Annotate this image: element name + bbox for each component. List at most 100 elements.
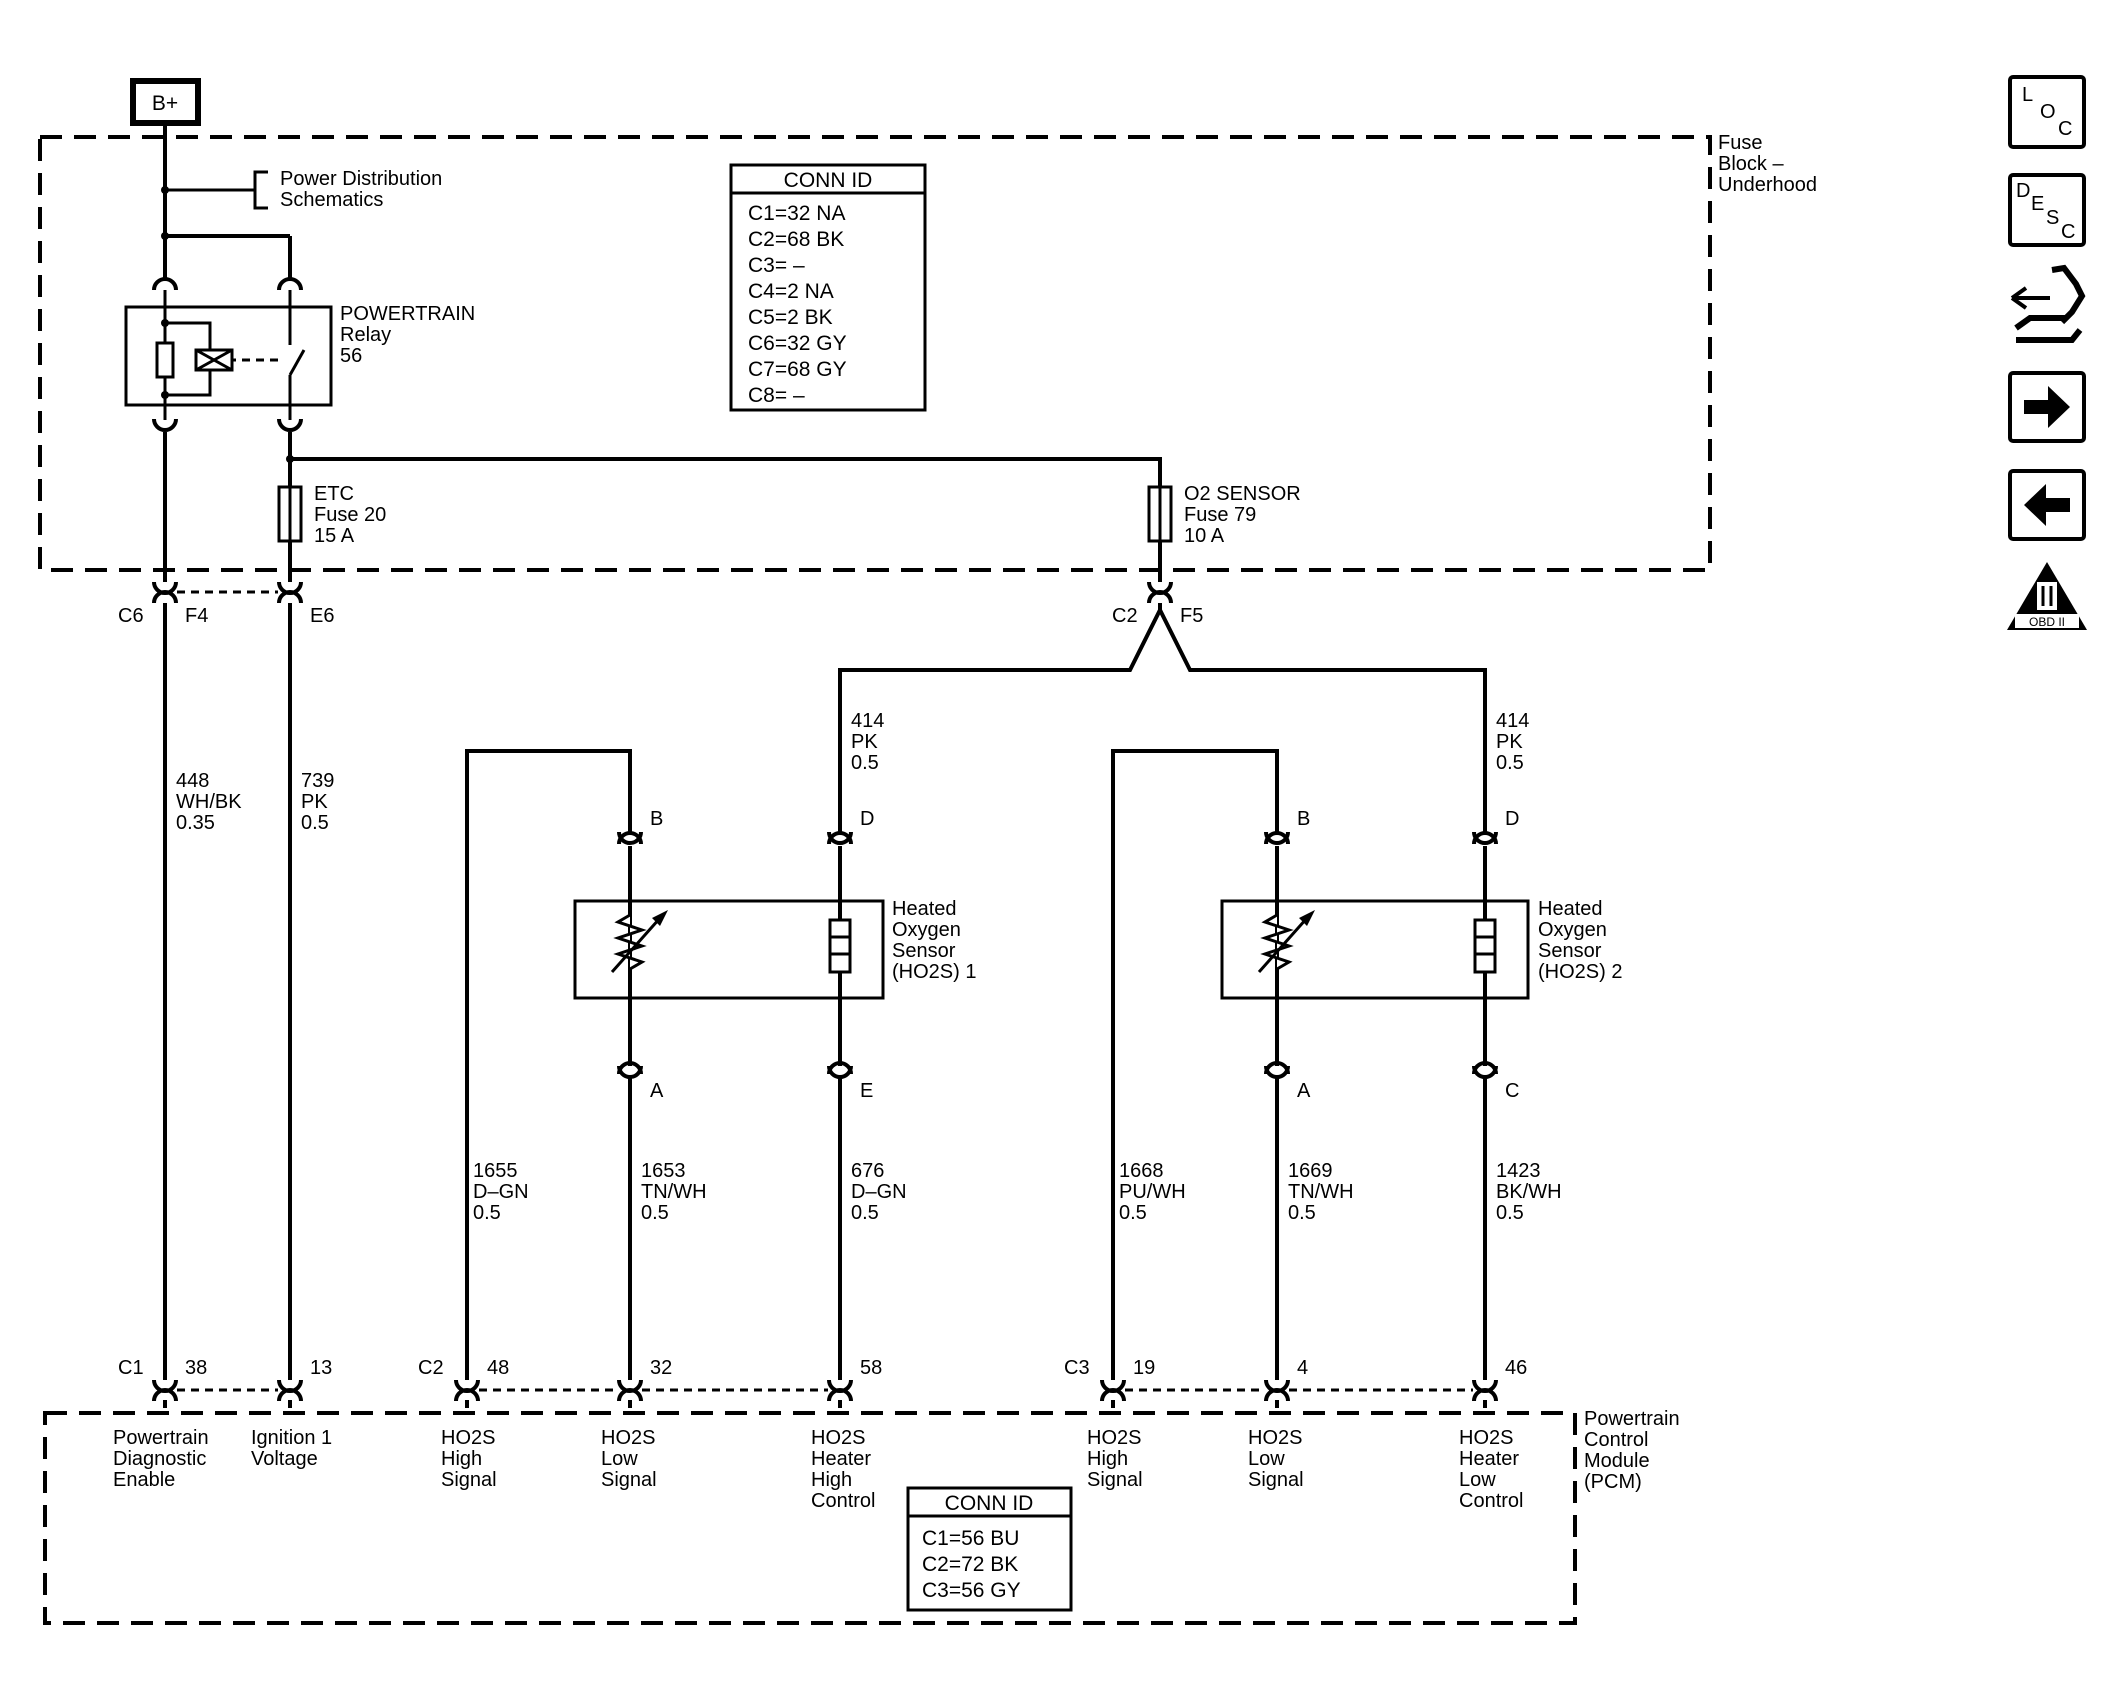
o2-sensor-fuse-79: O2 SENSOR Fuse 79 10 A xyxy=(1147,483,1301,547)
etc-fuse-20: ETC Fuse 20 15 A xyxy=(277,483,386,547)
heated-oxygen-sensor-2: B D A C Heated Oxygen Sensor (HO2S) 2 xyxy=(1220,808,1622,1102)
conn-id-row: C1=56 BU xyxy=(922,1527,1019,1550)
desc-icon-letter: S xyxy=(2046,207,2059,229)
pcm-function: Voltage xyxy=(251,1448,318,1470)
conn-id-row: C8= – xyxy=(748,384,805,407)
obd-ii-nav-button[interactable]: OBD II xyxy=(2007,562,2087,630)
fuse-block-name-line: Underhood xyxy=(1718,174,1817,196)
fuse-block-name-line: Block – xyxy=(1718,153,1784,175)
powertrain-relay: POWERTRAIN Relay 56 xyxy=(124,277,475,432)
conn-id-row: C1=32 NA xyxy=(748,202,845,225)
conn-id-row: C2=68 BK xyxy=(748,228,844,251)
battery-positive: B+ xyxy=(130,78,201,126)
pcm-pin: 19 xyxy=(1133,1357,1155,1379)
fuse-label: 15 A xyxy=(314,525,355,547)
pcm-name: Powertrain xyxy=(1584,1408,1680,1430)
sensor-name: Oxygen xyxy=(892,919,961,941)
sensor-pin: C xyxy=(1505,1080,1519,1102)
loc-icon-letter: O xyxy=(2040,101,2056,123)
connector-pin: F4 xyxy=(185,605,208,627)
sensor-pin: B xyxy=(650,808,663,830)
fuse-block-underhood-boundary xyxy=(38,135,1712,572)
wire-circuit: 414 xyxy=(1496,710,1529,732)
obd-ii-icon: OBD II xyxy=(2007,562,2087,630)
wire-1653-label: 1653 TN/WH 0.5 xyxy=(641,1160,707,1224)
conn-id-title: CONN ID xyxy=(784,169,873,192)
wire-color: PU/WH xyxy=(1119,1181,1186,1203)
conn-id-row: C6=32 GY xyxy=(748,332,847,355)
pcm-name: Control xyxy=(1584,1429,1648,1451)
sensor-pin: D xyxy=(1505,808,1519,830)
pcm-pin: 48 xyxy=(487,1357,509,1379)
wire-color: BK/WH xyxy=(1496,1181,1562,1203)
pcm-function: High xyxy=(811,1469,852,1491)
wire-circuit: 739 xyxy=(301,770,334,792)
heated-oxygen-sensor-1: B D A E Heated Oxygen Sensor (HO2S) 1 xyxy=(573,808,976,1102)
wire-circuit: 676 xyxy=(851,1160,884,1182)
arrow-right-icon xyxy=(2024,386,2070,428)
wire-414-right-label: 414 PK 0.5 xyxy=(1496,710,1529,774)
loc-icon-letter: L xyxy=(2022,84,2033,106)
wire-1655 xyxy=(465,749,632,1380)
conn-id-title: CONN ID xyxy=(945,1492,1034,1515)
pcm-label: Powertrain Control Module (PCM) xyxy=(1584,1408,1680,1493)
wire-739-label: 739 PK 0.5 xyxy=(301,770,334,834)
conn-id-row: C3=56 GY xyxy=(922,1579,1021,1602)
pcm-function: Control xyxy=(1459,1490,1523,1512)
previous-page-nav-button[interactable] xyxy=(2008,469,2086,541)
relay-name: POWERTRAIN xyxy=(340,303,475,325)
relay-name: Relay xyxy=(340,324,391,346)
arrow-left-icon xyxy=(2024,484,2070,526)
description-nav-button[interactable]: D E S C xyxy=(2008,173,2086,247)
pcm-function: HO2S xyxy=(1459,1427,1513,1449)
wire-1668-label: 1668 PU/WH 0.5 xyxy=(1119,1160,1186,1224)
pcm-connectors: C1 C2 C3 38 13 48 32 58 19 4 46 xyxy=(118,1357,1527,1408)
conn-id-row: C2=72 BK xyxy=(922,1553,1018,1576)
desc-icon-letter: C xyxy=(2061,221,2075,243)
pcm-function: Ignition 1 xyxy=(251,1427,332,1449)
connector-end-view-nav-button[interactable] xyxy=(2010,264,2086,343)
fuse-label: 10 A xyxy=(1184,525,1225,547)
connector-id: C1 xyxy=(118,1357,144,1379)
sensor-name: Heated xyxy=(892,898,957,920)
next-page-nav-button[interactable] xyxy=(2008,371,2086,443)
battery-positive-label: B+ xyxy=(152,92,178,115)
pcm-function: Low xyxy=(1459,1469,1496,1491)
sensor-name: Oxygen xyxy=(1538,919,1607,941)
wire-gauge: 0.5 xyxy=(1496,1202,1524,1224)
wire-color: TN/WH xyxy=(641,1181,707,1203)
connector-end-view-icon xyxy=(2010,264,2086,343)
wire-circuit: 1668 xyxy=(1119,1160,1164,1182)
location-nav-button[interactable]: L O C xyxy=(2008,75,2086,149)
pcm-function-ho2s2-low-signal: HO2S Low Signal xyxy=(1248,1427,1304,1491)
pcm-function: HO2S xyxy=(441,1427,495,1449)
wire-circuit: 1653 xyxy=(641,1160,686,1182)
relay-number: 56 xyxy=(340,345,362,367)
wire-gauge: 0.5 xyxy=(641,1202,669,1224)
fuse-block-underhood-label: Fuse Block – Underhood xyxy=(1718,132,1817,196)
wire-1423-label: 1423 BK/WH 0.5 xyxy=(1496,1160,1562,1224)
conn-id-row: C5=2 BK xyxy=(748,306,833,329)
pcm-function-ho2s1-heater-high-control: HO2S Heater High Control xyxy=(811,1427,875,1512)
pcm-function: Low xyxy=(1248,1448,1285,1470)
pcm-function: Signal xyxy=(601,1469,657,1491)
power-distribution-bracket xyxy=(253,170,268,210)
connector-pin: F5 xyxy=(1180,605,1203,627)
wire-1669-label: 1669 TN/WH 0.5 xyxy=(1288,1160,1354,1224)
pcm-pin: 32 xyxy=(650,1357,672,1379)
wire-color: D–GN xyxy=(473,1181,529,1203)
conn-id-row: C3= – xyxy=(748,254,805,277)
pcm-function: Enable xyxy=(113,1469,175,1491)
wire-color: PK xyxy=(851,731,878,753)
sensor-pin: B xyxy=(1297,808,1310,830)
wire-448-label: 448 WH/BK 0.35 xyxy=(176,770,242,834)
pcm-name: Module xyxy=(1584,1450,1650,1472)
pcm-function: HO2S xyxy=(601,1427,655,1449)
sensor-name: (HO2S) 1 xyxy=(892,961,976,983)
sensor-name: Sensor xyxy=(892,940,956,962)
obd-ii-label: OBD II xyxy=(2029,615,2065,629)
wire-414-split xyxy=(838,605,1487,832)
pcm-pin: 13 xyxy=(310,1357,332,1379)
fuse-block-connector-c6-f4: C6 F4 E6 xyxy=(118,580,334,627)
fuse-label: ETC xyxy=(314,483,354,505)
